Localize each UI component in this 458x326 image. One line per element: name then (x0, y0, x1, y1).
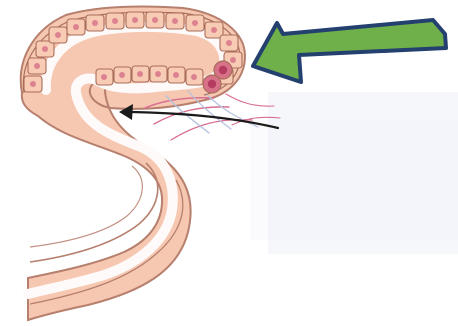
background-haze (250, 92, 458, 254)
